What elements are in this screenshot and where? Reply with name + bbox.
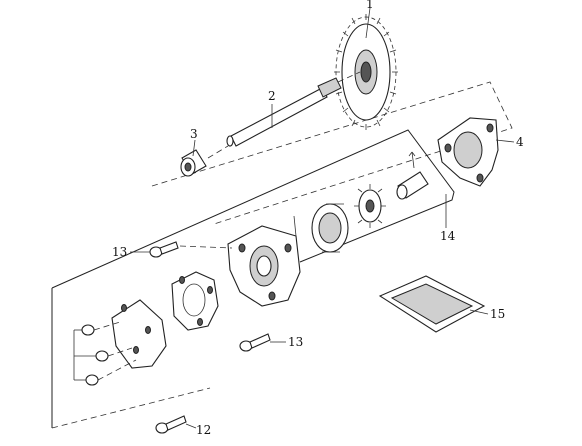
callout-label-13-lower: 13 <box>288 335 303 349</box>
rotor-pin-part <box>396 151 429 200</box>
filter-screen-part <box>378 275 486 333</box>
bolt-13-upper-part <box>149 241 233 258</box>
cover-plate-part <box>437 117 499 187</box>
callout-label-4: 4 <box>516 135 524 149</box>
callout-label-3: 3 <box>190 127 198 141</box>
pump-body-part <box>227 215 301 307</box>
callout-leaders <box>130 7 515 429</box>
inner-rotor-part <box>354 184 386 228</box>
sprocket-part <box>334 14 398 130</box>
small-screws-group <box>73 321 137 386</box>
callout-label-12: 12 <box>196 423 211 437</box>
group-frame-upper <box>151 81 513 225</box>
end-plate-part <box>111 299 167 369</box>
outer-rotor-part <box>311 203 349 253</box>
callout-label-15: 15 <box>490 307 505 321</box>
bushing-part <box>180 145 229 177</box>
callout-label-13-upper: 13 <box>112 245 127 259</box>
bolt-13-lower-part <box>239 333 271 352</box>
callout-label-14: 14 <box>440 229 456 243</box>
group-frame-14 <box>51 129 455 429</box>
shaft-part <box>226 71 361 147</box>
bolt-12-part <box>155 415 187 434</box>
gasket-part <box>171 271 219 331</box>
callout-label-1: 1 <box>366 0 374 11</box>
callout-label-2: 2 <box>268 89 276 103</box>
